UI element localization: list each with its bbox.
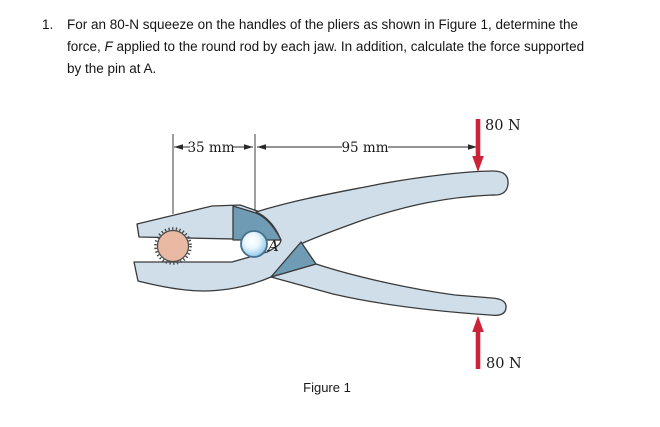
- lower-handle: [270, 263, 507, 316]
- dim-label-95mm: 95 mm: [341, 140, 388, 156]
- pin-a: [240, 230, 268, 258]
- pin-a-label: A: [266, 237, 279, 255]
- force-label-bottom: 80 N: [486, 356, 522, 372]
- round-rod: [156, 229, 190, 263]
- problem-text: For an 80-N squeeze on the handles of th…: [67, 14, 598, 80]
- dim-label-35mm: 35 mm: [187, 140, 234, 156]
- dim-arrow-35mm-left: [174, 144, 183, 150]
- dim-arrow-95mm-right: [468, 144, 477, 150]
- figure-caption: Figure 1: [303, 380, 351, 395]
- lower-jaw-and-upper-handle: [133, 170, 509, 292]
- force-arrow-bottom-head: [472, 316, 484, 332]
- problem-line-2-post: applied to the round rod by each jaw. In…: [112, 39, 585, 54]
- problem-line-3-text: by the pin at A.: [67, 61, 157, 76]
- force-symbol: F: [104, 39, 113, 54]
- dim-label-95mm-mask: [342, 138, 388, 154]
- problem-line-3: by the pin at A.: [67, 58, 598, 80]
- problem-line-1-text: For an 80-N squeeze on the handles of th…: [67, 17, 579, 32]
- dim-arrow-35mm-right: [244, 144, 253, 150]
- problem-number: 1.: [42, 17, 54, 32]
- rod-knurling: [154, 227, 192, 265]
- problem-statement: 1. For an 80-N squeeze on the handles of…: [42, 14, 598, 80]
- pivot-shadow-lower: [270, 241, 317, 278]
- problem-line-2-pre: force,: [67, 39, 105, 54]
- force-label-top: 80 N: [485, 118, 521, 134]
- force-arrow-top-head: [472, 156, 484, 172]
- problem-line-2: force, F applied to the round rod by eac…: [67, 36, 598, 58]
- problem-line-1: For an 80-N squeeze on the handles of th…: [67, 14, 598, 36]
- dim-label-35mm-mask: [190, 138, 232, 154]
- pivot-shadow-upper: [232, 205, 282, 241]
- dim-arrow-95mm-left: [257, 144, 266, 150]
